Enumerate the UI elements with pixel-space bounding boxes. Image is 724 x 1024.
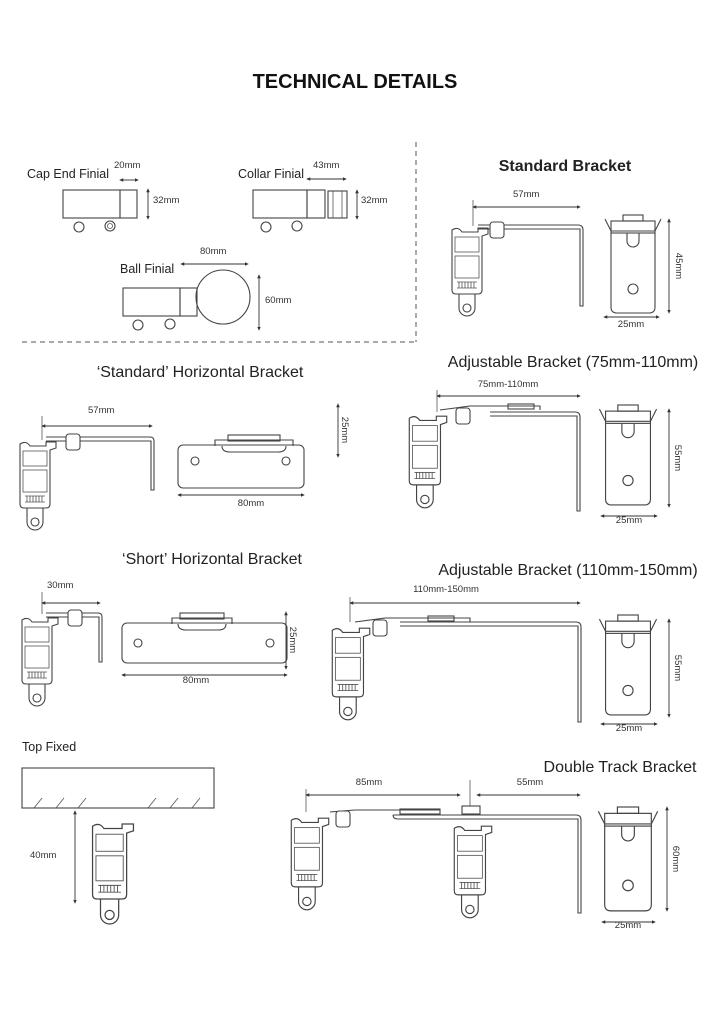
short-horizontal-title: ‘Short’ Horizontal Bracket: [122, 551, 302, 568]
collar-height-label: 32mm: [361, 195, 387, 206]
collar-width-label: 43mm: [313, 160, 339, 171]
standard-bracket-diagram: Standard Bracket 57mm 45mm 25mm: [451, 158, 684, 330]
adjustable-75-title: Adjustable Bracket (75mm-110mm): [448, 354, 698, 371]
double-track-title: Double Track Bracket: [544, 759, 698, 776]
top-fixed-diagram: Top Fixed 40mm: [21, 740, 215, 925]
standard-bracket-title: Standard Bracket: [499, 158, 632, 175]
adjustable-75-width-label: 25mm: [616, 515, 642, 526]
standard-bracket-projection-label: 57mm: [513, 189, 539, 200]
standard-bracket-width-label: 25mm: [618, 319, 644, 330]
double-track-bracket-diagram: Double Track Bracket 85mm 55mm 60mm 25mm: [290, 759, 698, 931]
adjustable-75-projection-label: 75mm-110mm: [478, 379, 539, 390]
adjustable-75-height-label: 55mm: [672, 445, 683, 471]
collar-finial-diagram: Collar Finial 43mm 32mm: [238, 160, 387, 233]
adjustable-bracket-110-150-diagram: Adjustable Bracket (110mm-150mm) 110mm-1…: [331, 562, 698, 734]
cap-end-height-label: 32mm: [153, 195, 179, 206]
page-title: TECHNICAL DETAILS: [253, 71, 458, 93]
standard-horizontal-projection-label: 57mm: [88, 405, 114, 416]
short-horizontal-bracket-diagram: ‘Short’ Horizontal Bracket 30mm 25mm 80m…: [21, 551, 303, 707]
double-track-width-label: 25mm: [615, 920, 641, 931]
standard-bracket-height-label: 45mm: [673, 253, 684, 279]
double-track-front-label: 85mm: [356, 777, 382, 788]
adjustable-110-title: Adjustable Bracket (110mm-150mm): [438, 562, 697, 579]
collar-finial-label: Collar Finial: [238, 167, 304, 181]
double-track-rear-label: 55mm: [517, 777, 543, 788]
top-fixed-title: Top Fixed: [22, 740, 76, 754]
cap-end-width-label: 20mm: [114, 160, 140, 171]
short-horizontal-length-label: 80mm: [183, 675, 209, 686]
standard-horizontal-height-label: 25mm: [339, 417, 350, 443]
short-horizontal-height-label: 25mm: [287, 627, 298, 653]
short-horizontal-projection-label: 30mm: [47, 580, 73, 591]
ball-height-label: 60mm: [265, 295, 291, 306]
standard-horizontal-title: ‘Standard’ Horizontal Bracket: [97, 364, 304, 381]
cap-end-finial-diagram: Cap End Finial 20mm 32mm: [27, 160, 179, 233]
standard-horizontal-length-label: 80mm: [238, 498, 264, 509]
adjustable-110-height-label: 55mm: [672, 655, 683, 681]
double-track-height-label: 60mm: [670, 846, 681, 872]
ball-width-label: 80mm: [200, 246, 226, 257]
standard-horizontal-bracket-diagram: ‘Standard’ Horizontal Bracket 57mm 25mm …: [19, 364, 350, 531]
top-fixed-height-label: 40mm: [30, 850, 56, 861]
adjustable-bracket-75-110-diagram: Adjustable Bracket (75mm-110mm) 75mm-110…: [408, 354, 698, 526]
adjustable-110-projection-label: 110mm-150mm: [413, 584, 479, 595]
ball-finial-label: Ball Finial: [120, 262, 174, 276]
ball-finial-diagram: Ball Finial 80mm 60mm: [120, 246, 291, 331]
adjustable-110-width-label: 25mm: [616, 723, 642, 734]
cap-end-finial-label: Cap End Finial: [27, 167, 109, 181]
